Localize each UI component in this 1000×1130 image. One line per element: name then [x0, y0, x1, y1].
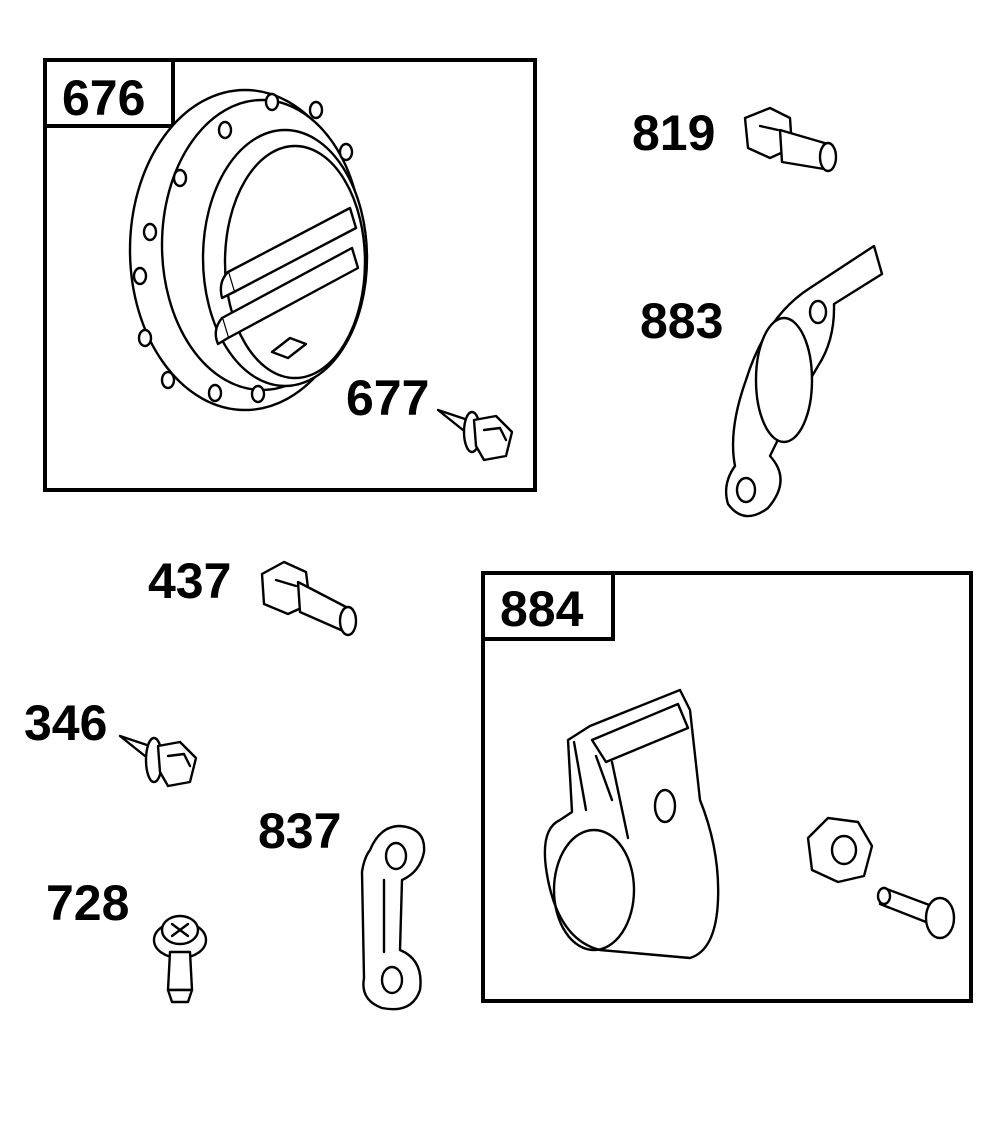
label-728: 728 [46, 875, 129, 931]
engine-cover-676[interactable] [128, 88, 369, 412]
label-883: 883 [640, 293, 723, 349]
exhaust-clamp-884[interactable] [543, 688, 720, 960]
label-837: 837 [258, 803, 341, 859]
flange-holes [132, 92, 354, 404]
screw-677[interactable]: 677 [346, 370, 514, 462]
label-437: 437 [148, 553, 231, 609]
label-346: 346 [24, 695, 107, 751]
label-676: 676 [62, 70, 145, 126]
label-677: 677 [346, 370, 429, 426]
bolt-437[interactable]: 437 [148, 553, 358, 637]
group-676-box: 676 [43, 58, 537, 492]
screw-346[interactable]: 346 [24, 695, 198, 788]
group-884-box: 884 [481, 571, 973, 1003]
screw-728[interactable]: 728 [46, 875, 208, 1004]
bolt-819[interactable]: 819 [632, 105, 838, 173]
bracket-837[interactable]: 837 [258, 803, 426, 1011]
logo-icon [270, 336, 308, 360]
label-819: 819 [632, 105, 715, 161]
cover-fins [214, 206, 360, 346]
gasket-883[interactable]: 883 [640, 244, 884, 518]
nut-884[interactable] [806, 816, 874, 884]
label-884: 884 [500, 581, 584, 637]
cross-head-icon [170, 922, 190, 938]
carriage-bolt-884[interactable] [876, 886, 956, 940]
